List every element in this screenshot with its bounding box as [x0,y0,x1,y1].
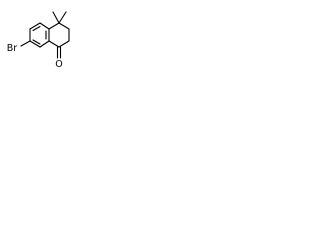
molecule-diagram: O Br [7,11,70,70]
bromine-bond [20,40,31,47]
gem-dimethyl-group [52,11,67,24]
bond-c7-c8-inner [32,39,41,45]
cyclohexanone-ring [48,22,70,48]
bond-c8-c8a [39,40,50,48]
bond-c1-c8a [48,40,60,48]
bond-c7-c8 [29,40,41,48]
bond-c6-c6-inner [32,25,41,32]
bond-c4-c3 [58,22,70,30]
methyl-bond-right [58,11,67,24]
bromine-label: Br [7,43,18,54]
oxygen-label: O [55,59,62,70]
benzene-ring [29,22,50,48]
methyl-bond-left [52,11,60,24]
bond-c4a-c5 [39,22,50,30]
carbonyl-group: O [55,46,63,70]
bond-c2-c1 [58,40,70,48]
bromine-substituent: Br [7,40,31,54]
bond-c5-c6 [29,22,41,30]
bond-c4a-c4 [48,22,60,30]
